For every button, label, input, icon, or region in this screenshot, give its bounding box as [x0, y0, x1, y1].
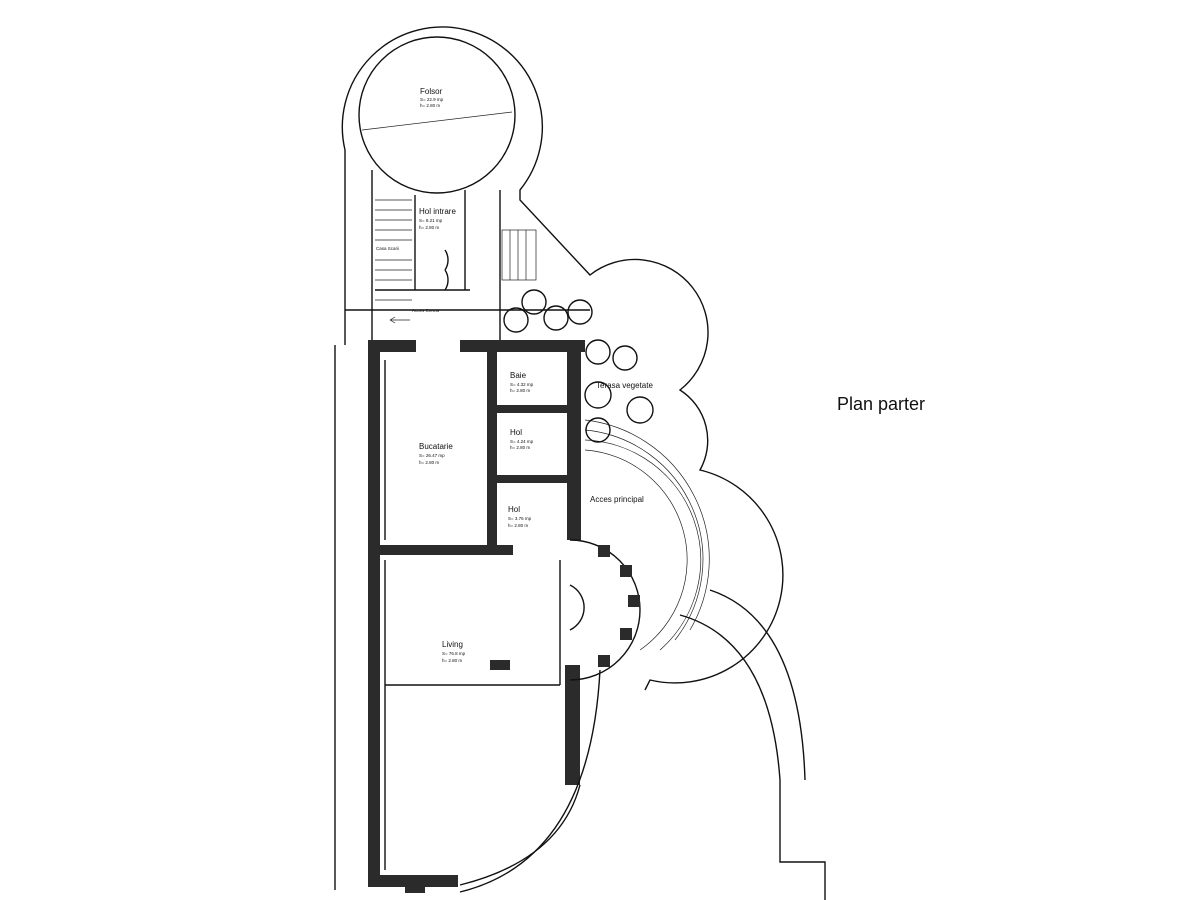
folsor-room-outline	[358, 36, 516, 194]
room-area: S= 8.21 mp	[419, 218, 443, 223]
trees	[503, 289, 654, 443]
room-area: S= 4.24 mp	[510, 439, 534, 444]
dimension-line	[361, 111, 513, 131]
plan-title: Plan parter	[837, 394, 926, 414]
site-path	[709, 589, 806, 781]
room-label-bucatarie: Bucatarie	[419, 442, 453, 451]
spiral-stair	[569, 539, 641, 681]
room-label-hol: Hol	[508, 505, 520, 514]
room-area: S= 26.47 mp	[419, 453, 445, 458]
room-area: S= 4.32 mp	[510, 382, 534, 387]
interior-lines	[384, 360, 601, 893]
room-area: S= 76.8 mp	[442, 651, 466, 656]
room-height: h= 2.80 m	[420, 103, 440, 108]
room-label-baie: Baie	[510, 371, 527, 380]
stairs	[375, 199, 537, 301]
room-label-folsor: Folsor	[420, 87, 443, 96]
arrow-icon	[389, 316, 410, 324]
room-label-casa-scarii: Casa Scarii	[376, 246, 399, 251]
room-height: h= 2.80 m	[442, 658, 462, 663]
walls	[368, 340, 585, 893]
room-label-living: Living	[442, 640, 463, 649]
room-label-hol: Hol	[510, 428, 522, 437]
room-height: h= 2.80 m	[419, 460, 439, 465]
room-height: h= 2.80 m	[508, 523, 528, 528]
room-area: S= 22.9 mp	[420, 97, 444, 102]
entry-door	[444, 249, 449, 291]
entrance-steps	[584, 419, 710, 651]
hol-intrare-walls	[371, 170, 501, 345]
room-label-hol-intrare: Hol intrare	[419, 207, 456, 216]
tower-outline	[341, 26, 784, 691]
room-label-acces-crema: Acces Crema	[412, 308, 440, 313]
room-label-acces-principal: Acces principal	[590, 495, 644, 504]
room-label-terasa: Terasa vegetate	[596, 381, 653, 390]
room-area: S= 3.76 mp	[508, 516, 532, 521]
room-height: h= 2.80 m	[419, 225, 439, 230]
room-height: h= 2.80 m	[510, 388, 530, 393]
site-path	[679, 614, 826, 900]
room-height: h= 2.80 m	[510, 445, 530, 450]
